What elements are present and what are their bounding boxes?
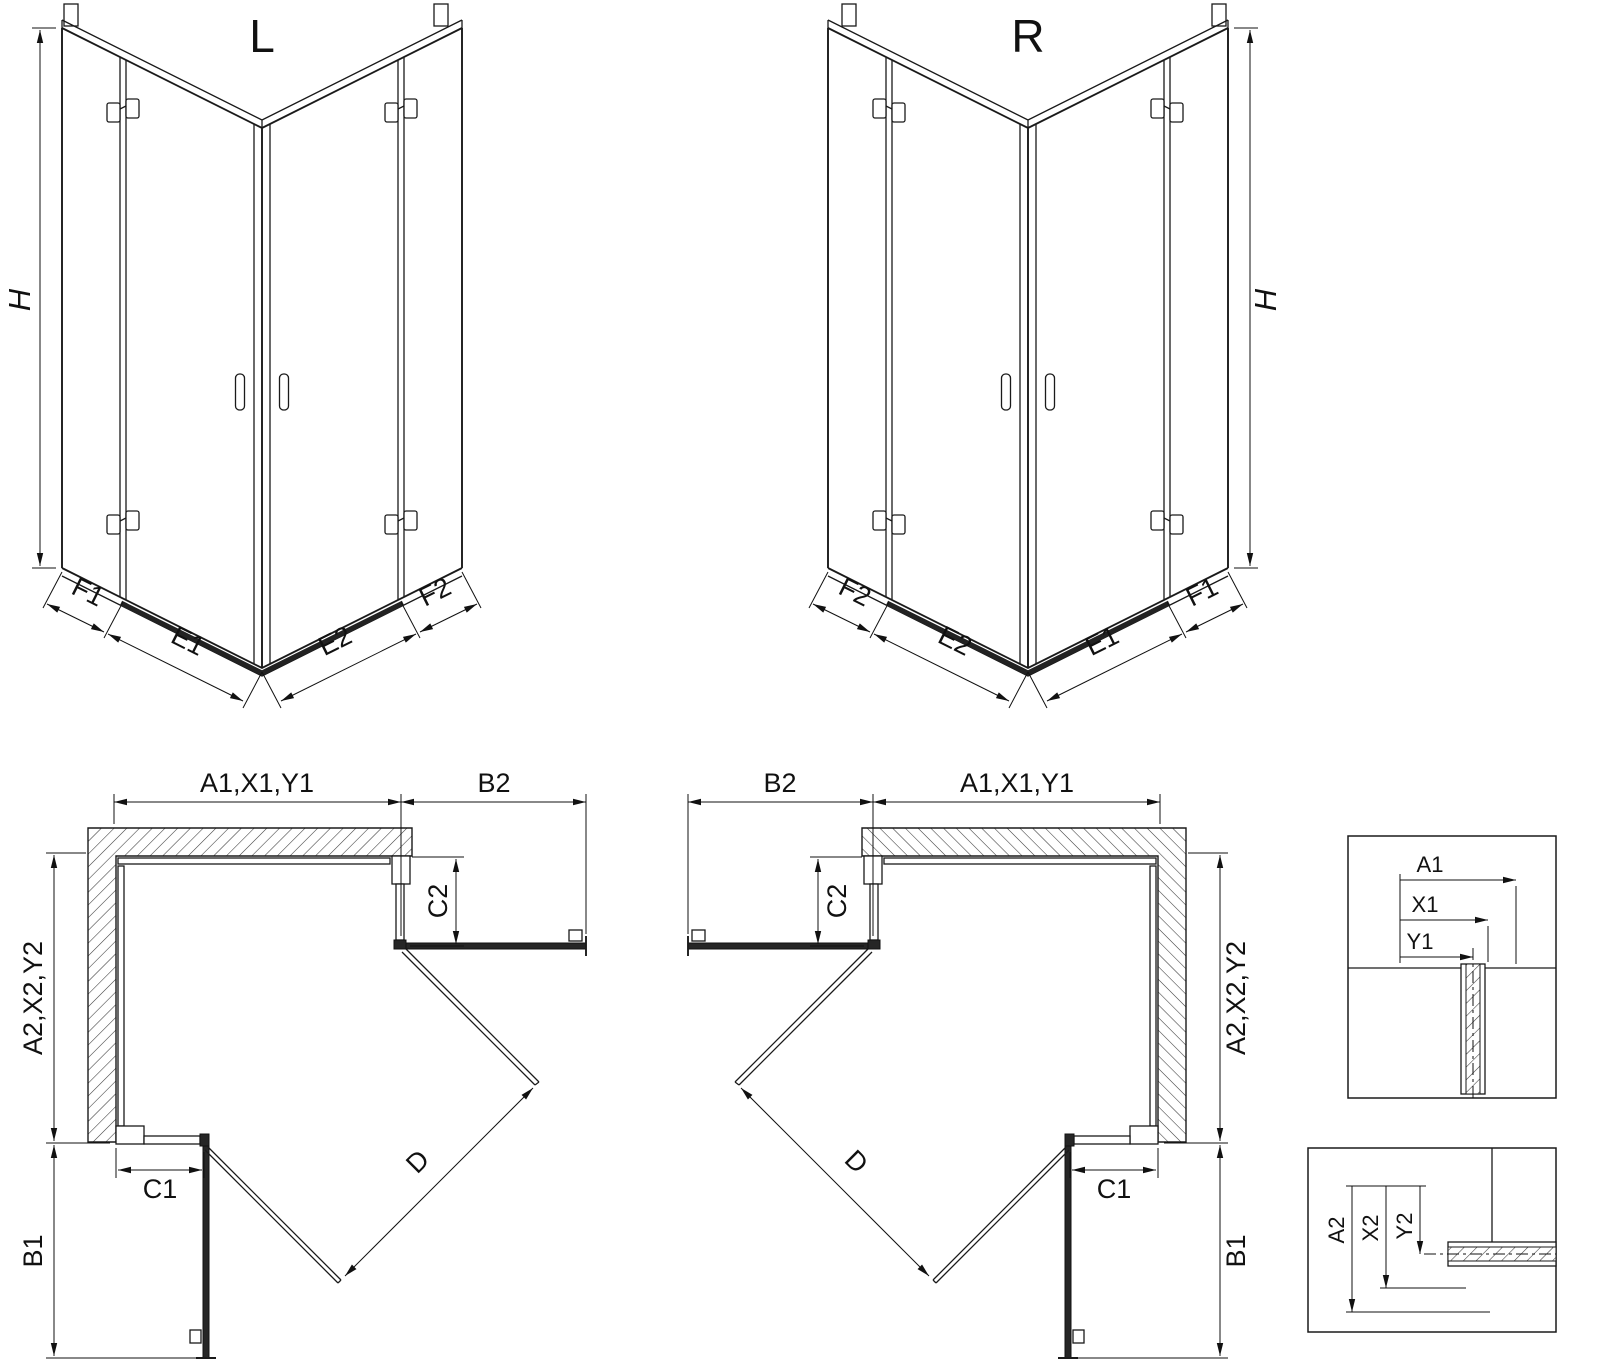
dim-label-d: D xyxy=(839,1144,874,1179)
dim-label-b2: B2 xyxy=(477,768,510,798)
variant-label-left: L xyxy=(249,10,275,62)
plan-view-left: A1,X1,Y1 B2 C2 A2,X2,Y2 C1 B1 D xyxy=(18,768,586,1358)
detail-view-horizontal: A1 X1 Y1 xyxy=(1347,835,1557,1099)
dim-label-b1: B1 xyxy=(18,1234,48,1267)
dim-label-b1: B1 xyxy=(1221,1234,1251,1267)
iso-view-left: L H F1 E1 E2 F2 xyxy=(2,4,481,708)
dim-label-d: D xyxy=(400,1144,435,1179)
dim-label-b2: B2 xyxy=(763,768,796,798)
dim-label-f1: F1 xyxy=(67,571,109,612)
dim-label-a1x1y1: A1,X1,Y1 xyxy=(200,768,314,798)
dim-label-e2: E2 xyxy=(934,620,977,662)
detail-view-vertical: A2 X2 Y2 xyxy=(1307,1147,1557,1333)
dim-label-c1: C1 xyxy=(143,1174,178,1204)
dim-label-c2: C2 xyxy=(822,884,852,919)
dim-label-x1: X1 xyxy=(1412,892,1439,917)
detail-frame xyxy=(1307,1147,1557,1333)
dim-label-y2: Y2 xyxy=(1392,1213,1417,1240)
dim-label-h: H xyxy=(1248,288,1283,311)
dim-label-a1x1y1: A1,X1,Y1 xyxy=(960,768,1074,798)
dim-label-e2: E2 xyxy=(313,620,356,662)
iso-view-right: R H F2 E2 E1 F1 xyxy=(809,4,1283,708)
dim-label-c1: C1 xyxy=(1097,1174,1132,1204)
detail-frame xyxy=(1347,835,1557,1099)
dim-label-a2x2y2: A2,X2,Y2 xyxy=(1221,941,1251,1055)
dim-label-a2: A2 xyxy=(1324,1217,1349,1244)
dim-label-x2: X2 xyxy=(1358,1215,1383,1242)
plan-view-right: B2 A1,X1,Y1 C2 A2,X2,Y2 C1 B1 D xyxy=(688,768,1251,1358)
plan-art-right xyxy=(688,794,1228,1358)
dim-label-a2x2y2: A2,X2,Y2 xyxy=(18,941,48,1055)
dim-label-h: H xyxy=(2,288,37,311)
variant-label-right: R xyxy=(1011,10,1044,62)
dim-label-c2: C2 xyxy=(423,884,453,919)
plan-art-left xyxy=(46,794,586,1358)
dim-label-y1: Y1 xyxy=(1407,929,1434,954)
dim-label-f2: F2 xyxy=(834,571,876,612)
dim-label-f1: F1 xyxy=(1181,571,1223,612)
dim-label-a1: A1 xyxy=(1417,852,1444,877)
dim-label-f2: F2 xyxy=(414,571,456,612)
